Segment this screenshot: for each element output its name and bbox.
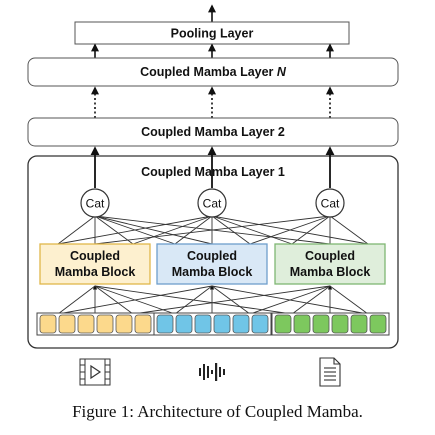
video-icon (79, 358, 111, 386)
token-cell (77, 314, 95, 334)
cat-node-2: Cat (197, 188, 227, 218)
token-cell (369, 314, 387, 334)
coupled-mamba-block-2: Coupled Mamba Block (156, 243, 268, 285)
token-cell (350, 314, 368, 334)
token-cell (274, 314, 292, 334)
audio-wave-icon (199, 363, 225, 381)
cat-label: Cat (321, 197, 340, 211)
block-line-1: Coupled (305, 249, 355, 263)
coupled-mamba-block-1: Coupled Mamba Block (39, 243, 151, 285)
cat-node-3: Cat (315, 188, 345, 218)
token-cell (115, 314, 133, 334)
block-line-2: Mamba Block (290, 265, 371, 279)
coupled-mamba-layer-2-label: Coupled Mamba Layer 2 (141, 125, 285, 139)
token-cell (331, 314, 349, 334)
token-cell (293, 314, 311, 334)
cat-label: Cat (203, 197, 222, 211)
document-icon (319, 357, 341, 387)
cat-to-layer-2-arrows (90, 146, 335, 188)
token-cell (58, 314, 76, 334)
token-to-block-connections (57, 285, 369, 315)
architecture-diagram: Pooling Layer Coupled Mamba Layer N Coup… (27, 4, 399, 387)
token-cell (194, 314, 212, 334)
coupled-mamba-block-3: Coupled Mamba Block (274, 243, 386, 285)
cat-node-1: Cat (80, 188, 110, 218)
layer-n-to-pooling-arrows (91, 43, 334, 58)
block-to-cat-connections (57, 215, 369, 245)
block-line-2: Mamba Block (55, 265, 136, 279)
block-line-1: Coupled (187, 249, 237, 263)
token-cell (156, 314, 174, 334)
coupled-mamba-layer-2-box (27, 117, 399, 147)
layer-2-to-layer-n-dotted-arrows (91, 86, 334, 118)
figure-caption: Figure 1: Architecture of Coupled Mamba. (72, 402, 363, 421)
cat-label: Cat (86, 197, 105, 211)
token-cell (251, 314, 269, 334)
coupled-mamba-layer-1-label: Coupled Mamba Layer 1 (141, 165, 285, 179)
token-sequences (36, 312, 390, 336)
token-cell (96, 314, 114, 334)
coupled-mamba-layer-n-label: Coupled Mamba Layer N (140, 65, 287, 79)
token-cell (312, 314, 330, 334)
pooling-layer-label: Pooling Layer (171, 27, 254, 41)
token-cell (232, 314, 250, 334)
token-cell (134, 314, 152, 334)
coupled-mamba-layer-n-box (27, 57, 399, 87)
block-line-1: Coupled (70, 249, 120, 263)
token-cell (175, 314, 193, 334)
block-line-2: Mamba Block (172, 265, 253, 279)
token-cell (213, 314, 231, 334)
token-cell (39, 314, 57, 334)
